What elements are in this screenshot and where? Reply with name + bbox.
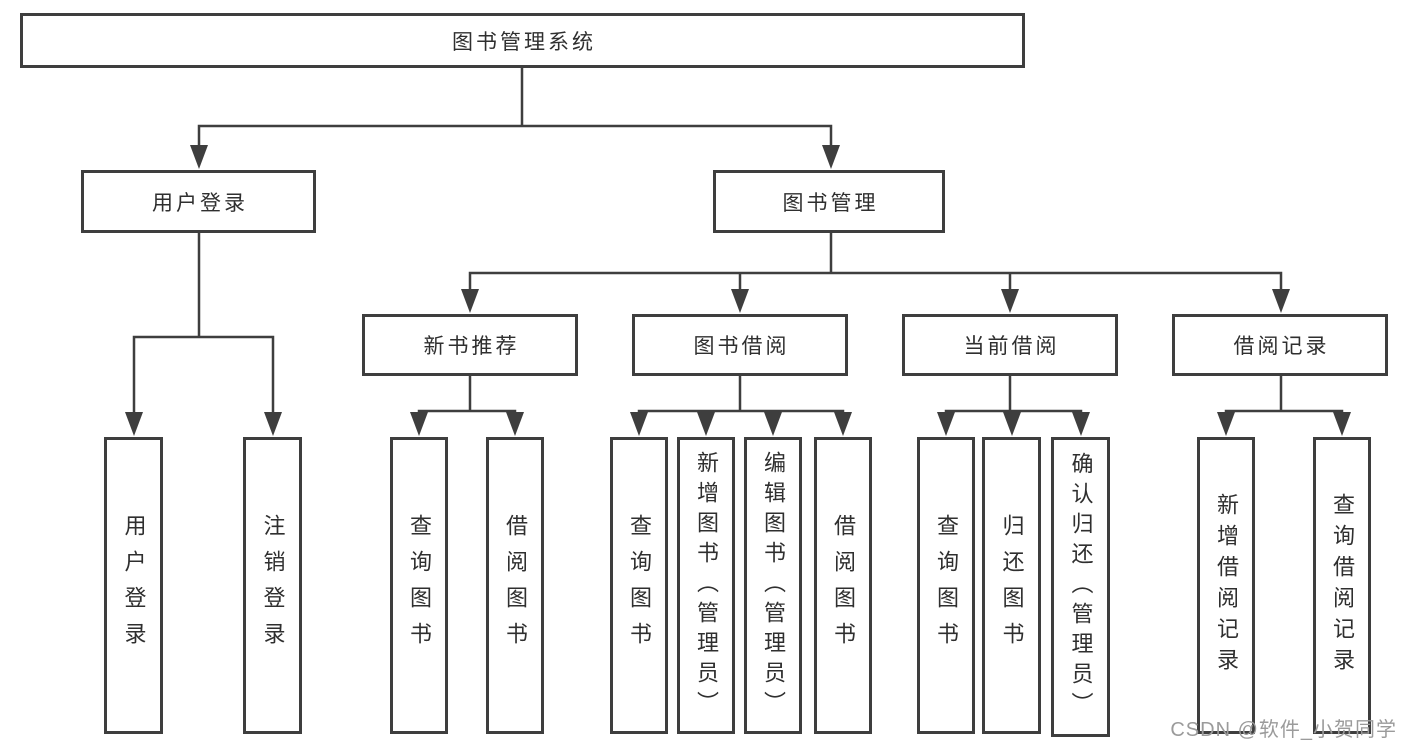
edge-userlogin-to-leaves [132, 231, 275, 416]
leaf-label: 确认归还（管理员） [1068, 452, 1094, 722]
leaf-label: 查询图书 [934, 513, 959, 658]
node-library-management-system: 图书管理系统 [20, 13, 1025, 68]
node-label: 图书借阅 [693, 335, 790, 358]
arrow-icon [630, 412, 648, 436]
arrow-icon [1333, 412, 1351, 436]
node-book-management: 图书管理 [713, 170, 945, 233]
arrow-icon [190, 145, 208, 169]
arrow-icon [697, 412, 715, 436]
arrow-icon [264, 412, 282, 436]
node-label: 新书推荐 [423, 335, 520, 358]
leaf-label: 查询图书 [627, 513, 652, 658]
arrow-icon [1072, 412, 1090, 436]
leaf-label: 用户登录 [121, 513, 147, 658]
leaf-borrowing-add-books-admin: 新增图书（管理员） [677, 437, 735, 734]
leaf-borrowing-query-books: 查询图书 [610, 437, 668, 734]
leaf-recommend-borrow-books: 借阅图书 [486, 437, 544, 734]
node-current-borrowing: 当前借阅 [902, 314, 1118, 376]
leaf-label: 借阅图书 [503, 513, 528, 658]
arrow-icon [822, 145, 840, 169]
arrow-icon [937, 412, 955, 436]
node-label: 图书管理 [782, 191, 879, 215]
node-user-login-branch: 用户登录 [81, 170, 316, 233]
arrow-icon [1003, 412, 1021, 436]
leaf-borrowing-borrow-books: 借阅图书 [814, 437, 872, 734]
leaf-label: 新增借阅记录 [1214, 492, 1239, 679]
arrow-icon [764, 412, 782, 436]
edge-records-to-leaves [1224, 374, 1344, 416]
leaf-current-return-books: 归还图书 [982, 437, 1041, 734]
node-label: 借阅记录 [1233, 335, 1330, 358]
leaf-label: 查询图书 [407, 513, 432, 658]
node-label: 图书管理系统 [452, 30, 596, 54]
leaf-recommend-query-books: 查询图书 [390, 437, 448, 734]
arrow-icon [1001, 289, 1019, 313]
leaf-label: 查询借阅记录 [1330, 492, 1355, 679]
node-label: 用户登录 [152, 191, 248, 215]
arrow-icon [1272, 289, 1290, 313]
leaf-borrowing-edit-books-admin: 编辑图书（管理员） [744, 437, 802, 734]
edge-borrowing-to-leaves [637, 374, 845, 416]
edge-bookmgmt-to-level3 [468, 231, 1283, 294]
leaf-current-query-books: 查询图书 [917, 437, 975, 734]
edge-current-to-leaves [944, 374, 1083, 416]
node-label: 当前借阅 [963, 335, 1060, 358]
node-book-borrowing: 图书借阅 [632, 314, 848, 376]
arrow-icon [834, 412, 852, 436]
arrow-icon [125, 412, 143, 436]
arrowheads [125, 145, 1351, 436]
leaf-label: 编辑图书（管理员） [761, 450, 786, 721]
leaf-current-confirm-return-admin: 确认归还（管理员） [1051, 437, 1110, 737]
leaf-logout: 注销登录 [243, 437, 302, 734]
leaf-records-query-record: 查询借阅记录 [1313, 437, 1371, 734]
edge-recommend-to-leaves [417, 374, 517, 416]
leaf-label: 归还图书 [999, 513, 1025, 658]
leaf-label: 新增图书（管理员） [694, 450, 719, 721]
node-borrowing-records: 借阅记录 [1172, 314, 1388, 376]
arrow-icon [731, 289, 749, 313]
leaf-user-login: 用户登录 [104, 437, 163, 734]
arrow-icon [461, 289, 479, 313]
edge-root-to-level2 [197, 66, 833, 148]
leaf-label: 借阅图书 [831, 513, 856, 658]
arrow-icon [1217, 412, 1235, 436]
leaf-records-add-record: 新增借阅记录 [1197, 437, 1255, 734]
arrow-icon [410, 412, 428, 436]
leaf-label: 注销登录 [260, 513, 286, 658]
node-new-book-recommendation: 新书推荐 [362, 314, 578, 376]
csdn-watermark: CSDN @软件_小贺同学 [1170, 719, 1397, 741]
arrow-icon [506, 412, 524, 436]
